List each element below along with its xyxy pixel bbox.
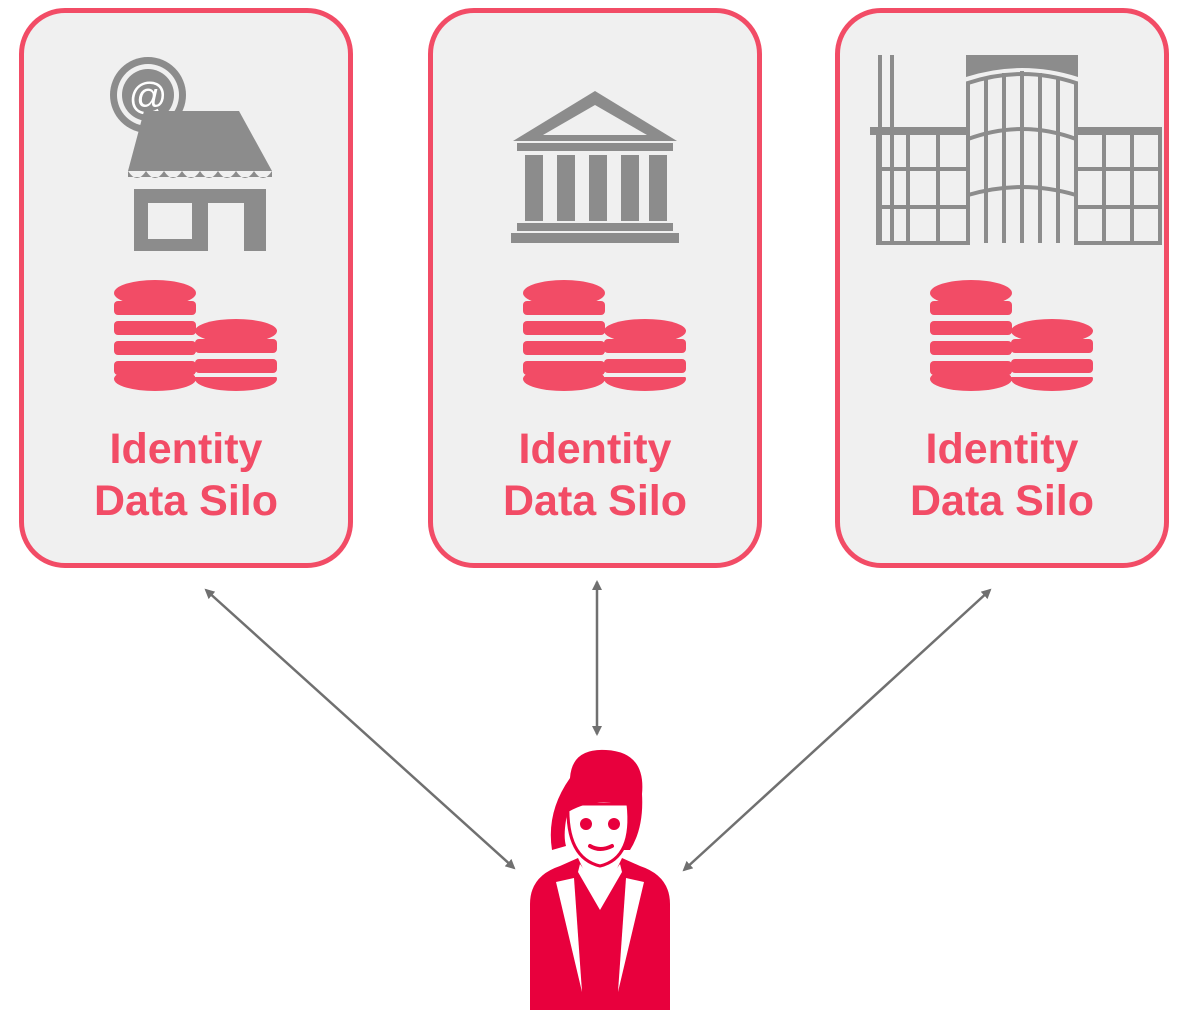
silo-label-line1: Identity xyxy=(925,425,1079,473)
silo-label-line2: Data Silo xyxy=(94,477,278,525)
office-building-icon xyxy=(870,55,1162,245)
person-icon xyxy=(530,749,670,1010)
arrow-right xyxy=(682,588,992,872)
identity-silo-card: Identity Data Silo xyxy=(835,8,1169,568)
silo-label: Identity Data Silo xyxy=(24,423,348,527)
bank-icon xyxy=(511,91,679,243)
silo-label-line2: Data Silo xyxy=(910,477,1094,525)
online-shop-icon: @ xyxy=(110,57,272,251)
identity-silo-card: Identity Data Silo xyxy=(428,8,762,568)
database-stack-icon xyxy=(114,280,277,391)
silo-label-line2: Data Silo xyxy=(503,477,687,525)
silo-label-line1: Identity xyxy=(109,425,263,473)
database-stack-icon xyxy=(930,280,1093,391)
silo-label: Identity Data Silo xyxy=(433,423,757,527)
arrow-left xyxy=(204,588,516,870)
silo-label: Identity Data Silo xyxy=(840,423,1164,527)
silo-label-line1: Identity xyxy=(518,425,672,473)
identity-silo-card: @ Identi xyxy=(19,8,353,568)
database-stack-icon xyxy=(523,280,686,391)
